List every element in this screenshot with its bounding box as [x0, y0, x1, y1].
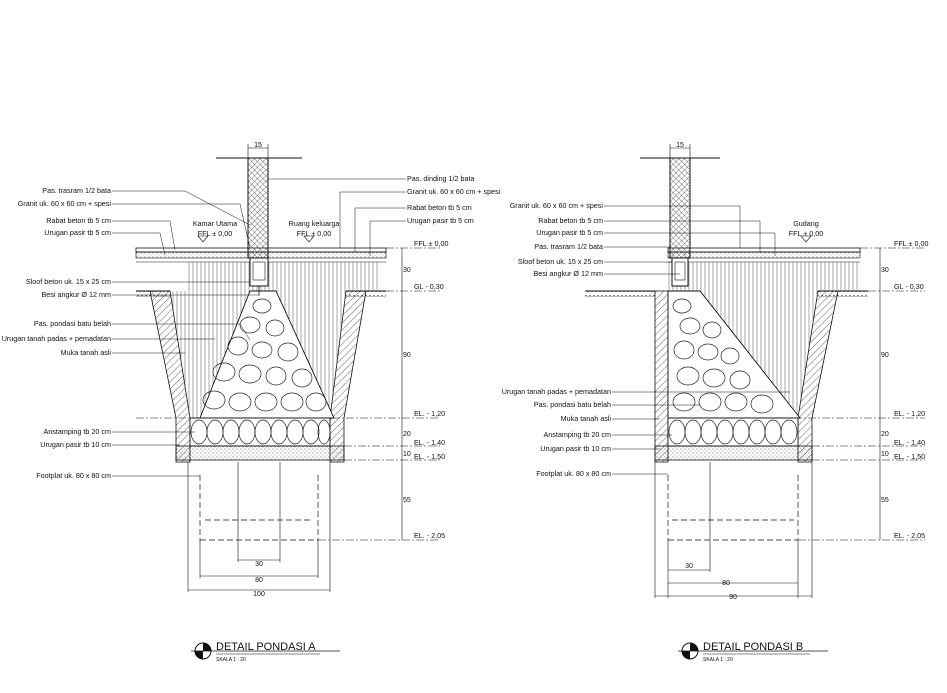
- label-granit: Granit uk. 60 x 60 cm + spesi: [18, 199, 112, 208]
- ffl-label-right: FFL ± 0,00: [297, 229, 331, 238]
- hdim-30: 30: [255, 561, 263, 568]
- label-tanah-padas: Urugan tanah padas + pemadatan: [2, 334, 111, 343]
- bottom-dims-a: 30 80 100: [253, 561, 265, 598]
- detail-b-scale: SKALA 1 : 20: [703, 657, 733, 663]
- label-urugan-pasir-10: Urugan pasir tb 10 cm: [40, 440, 111, 449]
- vert-dims-a: 30 90 20 10 55: [403, 267, 411, 504]
- level-140: EL. - 1,40: [414, 438, 445, 447]
- granite-floor-b: [667, 247, 861, 253]
- b-label-anstamping: Anstamping tb 20 cm: [543, 430, 611, 439]
- footplat-b: [667, 475, 799, 541]
- b-label-granit: Granit uk. 60 x 60 cm + spesi: [510, 201, 604, 210]
- detail-a-title: DETAIL PONDASI A: [216, 641, 316, 653]
- label-batu-belah: Pas. pondasi batu belah: [34, 319, 111, 328]
- vert-dims-b: 30 90 20 10 55: [881, 267, 889, 504]
- label-besi: Besi angkur Ø 12 mm: [41, 290, 111, 299]
- b-level-120: EL. - 1,20: [894, 409, 925, 418]
- brick-wall-a: [247, 157, 269, 259]
- brick-wall-b: [669, 157, 691, 259]
- ffl-label-b: FFL ± 0,00: [789, 229, 823, 238]
- title-a: DETAIL PONDASI A SKALA 1 : 20: [191, 641, 340, 663]
- levels-a: FFL ± 0,00 GL - 0,30 EL. - 1,20 EL. - 1,…: [414, 239, 448, 540]
- b-vdim-55: 55: [881, 497, 889, 504]
- label-granit-r: Granit uk. 60 x 60 cm + spesi: [407, 187, 501, 196]
- hdim-100: 100: [253, 591, 265, 598]
- label-urugan-r: Urugan pasir tb 5 cm: [407, 216, 474, 225]
- ground-hatch: [346, 291, 386, 297]
- levels-b: FFL ± 0,00 GL - 0,30 EL. - 1,20 EL. - 1,…: [894, 239, 928, 540]
- title-b: DETAIL PONDASI B SKALA 1 : 20: [678, 641, 828, 663]
- label-urugan-pasir: Urugan pasir tb 5 cm: [44, 228, 111, 237]
- b-hdim-30: 30: [685, 563, 693, 570]
- label-rabat: Rabat beton tb 5 cm: [46, 216, 111, 225]
- vdim-55: 55: [403, 497, 411, 504]
- detail-a: 15 Kamar Utama FFL ± 0,00 Ruang keluarga…: [2, 142, 501, 663]
- b-vdim-20: 20: [881, 431, 889, 438]
- label-sloof: Sloof beton uk. 15 x 25 cm: [26, 277, 111, 286]
- b-vdim-10: 10: [881, 451, 889, 458]
- b-level-205: EL. - 2,05: [894, 531, 925, 540]
- top-dim-b: 15: [676, 142, 684, 149]
- b-level-ffl: FFL ± 0,00: [894, 239, 928, 248]
- vdim-30: 30: [403, 267, 411, 274]
- sand-layer-a: [175, 445, 345, 461]
- level-120: EL. - 1,20: [414, 409, 445, 418]
- detail-b: 15 Gudang FFL ± 0,00 Granit uk. 60 x 60 …: [502, 142, 929, 663]
- b-hdim-90: 90: [729, 594, 737, 601]
- sloof-b: [671, 257, 689, 287]
- label-footplat: Footplat uk. 80 x 80 cm: [36, 471, 111, 480]
- footplat-a: [199, 475, 319, 541]
- b-label-muka: Muka tanah asli: [561, 414, 612, 423]
- sand-layer-b: [654, 445, 813, 461]
- b-label-besi: Besi angkur Ø 12 mm: [533, 269, 603, 278]
- level-gl: GL - 0,30: [414, 282, 444, 291]
- vdim-10: 10: [403, 451, 411, 458]
- level-150: EL. - 1,50: [414, 452, 445, 461]
- ffl-label-left: FFL ± 0,00: [198, 229, 232, 238]
- b-label-batu: Pas. pondasi batu belah: [534, 400, 611, 409]
- level-ffl: FFL ± 0,00: [414, 239, 448, 248]
- left-labels-b: Granit uk. 60 x 60 cm + spesi Rabat beto…: [502, 201, 612, 478]
- room-label-right: Ruang keluarga: [289, 219, 340, 228]
- b-level-gl: GL - 0,30: [894, 282, 924, 291]
- b-level-150: EL. - 1,50: [894, 452, 925, 461]
- b-vdim-30: 30: [881, 267, 889, 274]
- vdim-90: 90: [403, 352, 411, 359]
- label-trasram: Pas. trasram 1/2 bata: [42, 186, 111, 195]
- b-vdim-90: 90: [881, 352, 889, 359]
- label-rabat-r: Rabat beton tb 5 cm: [407, 203, 472, 212]
- b-label-tanah: Urugan tanah padas + pemadatan: [502, 387, 611, 396]
- b-label-pasir: Urugan pasir tb 10 cm: [540, 444, 611, 453]
- soil-left-b: [654, 290, 669, 463]
- room-label-left: Kamar Utama: [193, 219, 237, 228]
- b-hdim-80: 80: [722, 580, 730, 587]
- label-dinding: Pas. dinding 1/2 bata: [407, 174, 475, 183]
- b-label-rabat: Rabat beton tb 5 cm: [538, 216, 603, 225]
- vdim-20: 20: [403, 431, 411, 438]
- b-label-sloof: Sloof beton uk. 15 x 25 cm: [518, 257, 603, 266]
- bottom-dims-b: 30 80 90: [685, 563, 737, 601]
- detail-b-title: DETAIL PONDASI B: [703, 641, 803, 653]
- b-label-urugan: Urugan pasir tb 5 cm: [536, 228, 603, 237]
- anstamping-a: [189, 417, 331, 447]
- detail-a-scale: SKALA 1 : 20: [216, 657, 246, 663]
- right-labels-a: Pas. dinding 1/2 bata Granit uk. 60 x 60…: [407, 174, 501, 225]
- label-anstamping: Anstamping tb 20 cm: [43, 427, 111, 436]
- room-label-b: Gudang: [793, 219, 819, 228]
- hdim-80: 80: [255, 577, 263, 584]
- b-level-140: EL. - 1,40: [894, 438, 925, 447]
- left-labels-a: Pas. trasram 1/2 bata Granit uk. 60 x 60…: [2, 186, 112, 480]
- top-dim-a: 15: [254, 142, 262, 149]
- b-label-footplat: Footplat uk. 80 x 80 cm: [536, 469, 611, 478]
- b-label-trasram: Pas. trasram 1/2 bata: [534, 242, 603, 251]
- label-muka-tanah: Muka tanah asli: [61, 348, 112, 357]
- level-205: EL. - 2,05: [414, 531, 445, 540]
